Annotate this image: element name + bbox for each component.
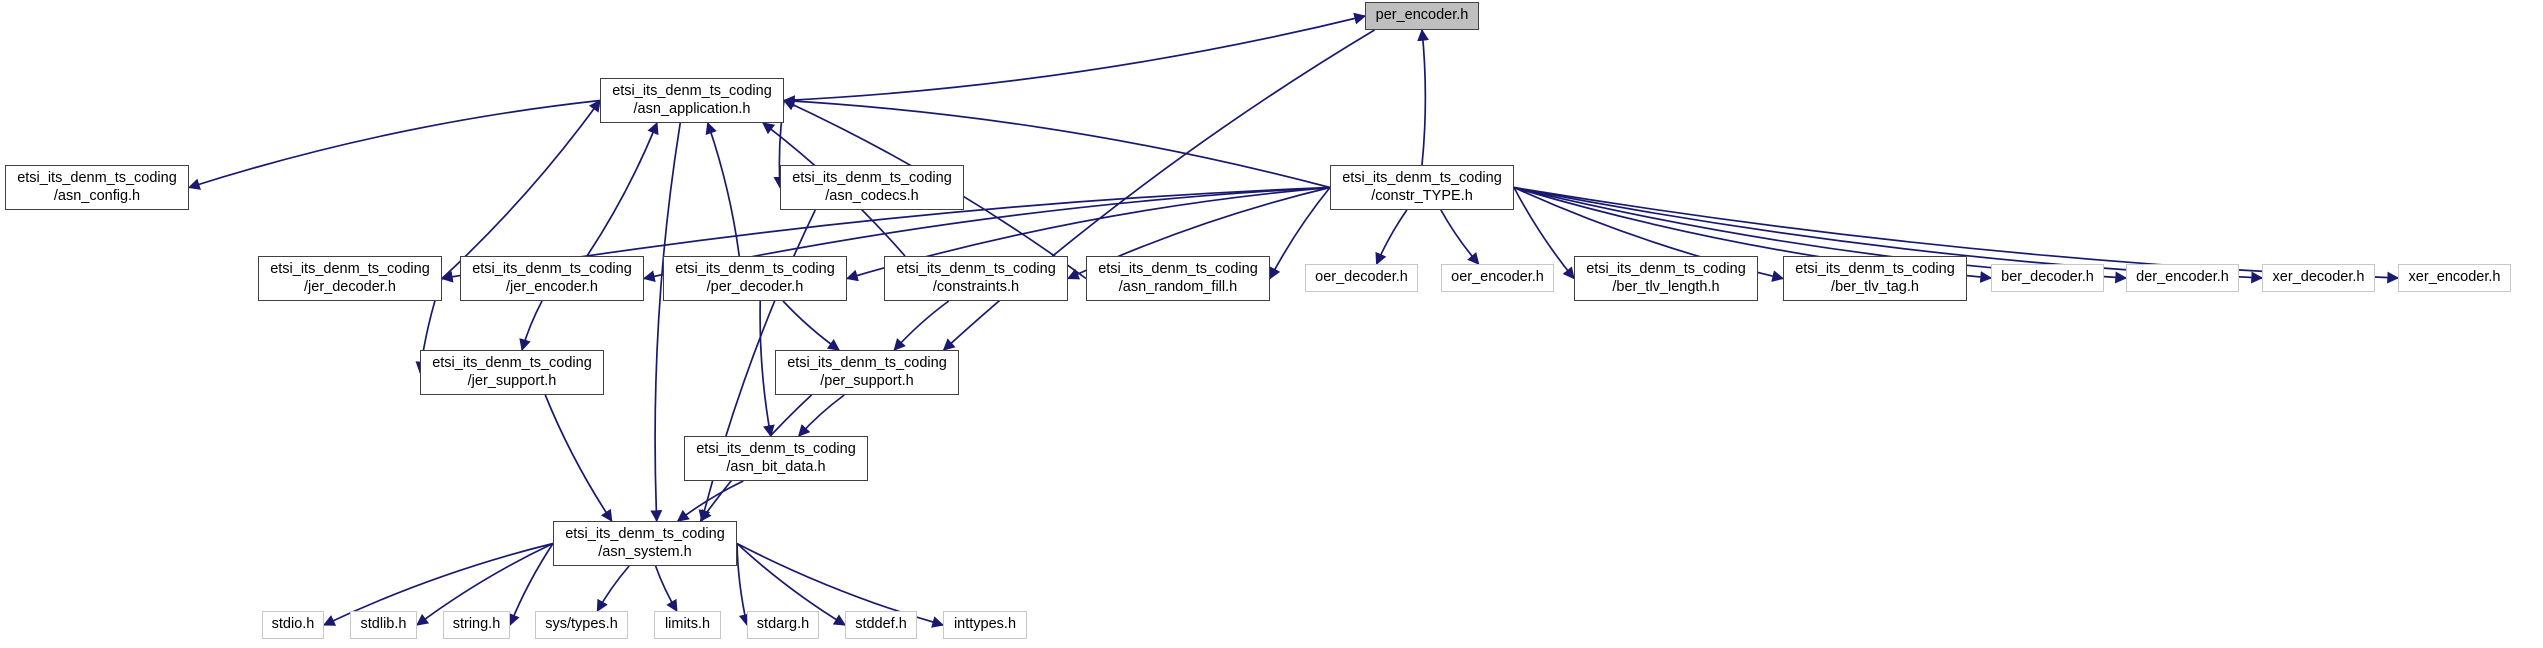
graph-node-label: etsi_its_denm_ts_coding /constr_TYPE.h [1342, 170, 1502, 204]
graph-node-asn_application[interactable]: etsi_its_denm_ts_coding /asn_application… [600, 78, 784, 123]
graph-node-label: etsi_its_denm_ts_coding /ber_tlv_tag.h [1795, 261, 1955, 295]
graph-edge [782, 95, 1331, 189]
graph-node-der_encoder[interactable]: der_encoder.h [2126, 264, 2239, 292]
graph-node-label: etsi_its_denm_ts_coding /per_support.h [787, 355, 947, 389]
graph-node-xer_encoder[interactable]: xer_encoder.h [2398, 264, 2511, 292]
graph-node-label: etsi_its_denm_ts_coding /constraints.h [896, 261, 1056, 295]
graph-node-asn_config[interactable]: etsi_its_denm_ts_coding /asn_config.h [5, 165, 189, 210]
graph-node-asn_random_fill[interactable]: etsi_its_denm_ts_coding /asn_random_fill… [1086, 256, 1270, 301]
graph-node-label: etsi_its_denm_ts_coding /jer_encoder.h [472, 261, 632, 295]
graph-node-oer_decoder[interactable]: oer_decoder.h [1305, 264, 1418, 292]
graph-node-label: etsi_its_denm_ts_coding /ber_tlv_length.… [1586, 261, 1746, 295]
graph-node-stddef[interactable]: stddef.h [845, 611, 917, 639]
graph-edge [1513, 187, 1575, 280]
graph-node-label: stdlib.h [360, 616, 407, 633]
graph-node-asn_system[interactable]: etsi_its_denm_ts_coding /asn_system.h [553, 521, 737, 566]
graph-node-label: stdio.h [271, 616, 315, 633]
graph-edge [586, 121, 659, 257]
graph-node-label: etsi_its_denm_ts_coding /per_decoder.h [675, 261, 835, 295]
graph-node-stdio[interactable]: stdio.h [262, 611, 324, 639]
graph-node-inttypes[interactable]: inttypes.h [943, 611, 1027, 639]
graph-node-stdlib[interactable]: stdlib.h [350, 611, 417, 639]
graph-edge [736, 543, 751, 627]
graph-edge [783, 12, 1367, 102]
graph-node-label: sys/types.h [545, 616, 618, 633]
graph-edge [519, 300, 543, 352]
graph-node-string[interactable]: string.h [443, 611, 510, 639]
graph-node-stdarg[interactable]: stdarg.h [747, 611, 819, 639]
graph-node-limits[interactable]: limits.h [654, 611, 721, 639]
graph-node-ber_tlv_tag[interactable]: etsi_its_denm_ts_coding /ber_tlv_tag.h [1783, 256, 1967, 301]
graph-node-per_encoder[interactable]: per_encoder.h [1365, 2, 1479, 30]
graph-node-label: etsi_its_denm_ts_coding /jer_decoder.h [270, 261, 430, 295]
graph-edge [893, 300, 950, 351]
graph-edge [1375, 209, 1408, 266]
graph-edge [508, 543, 554, 627]
graph-node-ber_tlv_length[interactable]: etsi_its_denm_ts_coding /ber_tlv_length.… [1574, 256, 1758, 301]
graph-node-per_decoder[interactable]: etsi_its_denm_ts_coding /per_decoder.h [663, 256, 847, 301]
graph-edge [654, 565, 678, 613]
graph-edge [736, 542, 847, 626]
graph-edge [782, 300, 840, 351]
graph-node-label: inttypes.h [953, 616, 1017, 633]
graph-node-label: stddef.h [855, 616, 907, 633]
graph-edge [441, 99, 601, 280]
graph-node-label: der_encoder.h [2136, 269, 2229, 286]
graph-node-xer_decoder[interactable]: xer_decoder.h [2262, 264, 2375, 292]
graph-node-label: etsi_its_denm_ts_coding /asn_random_fill… [1098, 261, 1258, 295]
graph-node-label: xer_encoder.h [2408, 269, 2501, 286]
graph-node-oer_encoder[interactable]: oer_encoder.h [1441, 264, 1554, 292]
graph-edge [544, 394, 613, 522]
graph-node-per_support[interactable]: etsi_its_denm_ts_coding /per_support.h [775, 350, 959, 395]
graph-edge [650, 122, 682, 523]
graph-node-label: etsi_its_denm_ts_coding /asn_bit_data.h [696, 441, 856, 475]
graph-node-jer_decoder[interactable]: etsi_its_denm_ts_coding /jer_decoder.h [258, 256, 442, 301]
graph-node-label: etsi_its_denm_ts_coding /jer_support.h [432, 355, 592, 389]
graph-node-label: oer_decoder.h [1315, 269, 1408, 286]
graph-edge [759, 300, 775, 438]
graph-node-systypes[interactable]: sys/types.h [535, 611, 628, 639]
graph-edge [1417, 28, 1429, 166]
graph-node-jer_support[interactable]: etsi_its_denm_ts_coding /jer_support.h [420, 350, 604, 395]
graph-edge [187, 99, 601, 190]
graph-node-label: stdarg.h [756, 616, 810, 633]
graph-edge [416, 542, 554, 626]
graph-edge [676, 480, 744, 522]
graph-node-asn_bit_data[interactable]: etsi_its_denm_ts_coding /asn_bit_data.h [684, 436, 868, 481]
graph-node-label: etsi_its_denm_ts_coding /asn_config.h [17, 170, 177, 204]
graph-node-label: xer_decoder.h [2272, 269, 2365, 286]
graph-node-constraints[interactable]: etsi_its_denm_ts_coding /constraints.h [884, 256, 1068, 301]
graph-edge [797, 394, 845, 437]
graph-node-label: string.h [452, 616, 501, 633]
graph-node-label: etsi_its_denm_ts_coding /asn_codecs.h [792, 170, 952, 204]
graph-edge [1440, 209, 1480, 265]
graph-node-label: etsi_its_denm_ts_coding /asn_application… [612, 83, 772, 117]
graph-node-ber_decoder[interactable]: ber_decoder.h [1991, 264, 2104, 292]
graph-edge [705, 121, 741, 257]
graph-node-jer_encoder[interactable]: etsi_its_denm_ts_coding /jer_encoder.h [460, 256, 644, 301]
graph-edge [596, 565, 630, 613]
graph-edge [1269, 186, 1331, 280]
graph-node-label: per_encoder.h [1375, 7, 1469, 24]
graph-node-label: ber_decoder.h [2001, 269, 2094, 286]
graph-node-label: oer_encoder.h [1451, 269, 1544, 286]
graph-node-constr_TYPE[interactable]: etsi_its_denm_ts_coding /constr_TYPE.h [1330, 165, 1514, 210]
graph-node-label: limits.h [664, 616, 711, 633]
graph-node-asn_codecs[interactable]: etsi_its_denm_ts_coding /asn_codecs.h [780, 165, 964, 210]
graph-node-label: etsi_its_denm_ts_coding /asn_system.h [565, 526, 725, 560]
